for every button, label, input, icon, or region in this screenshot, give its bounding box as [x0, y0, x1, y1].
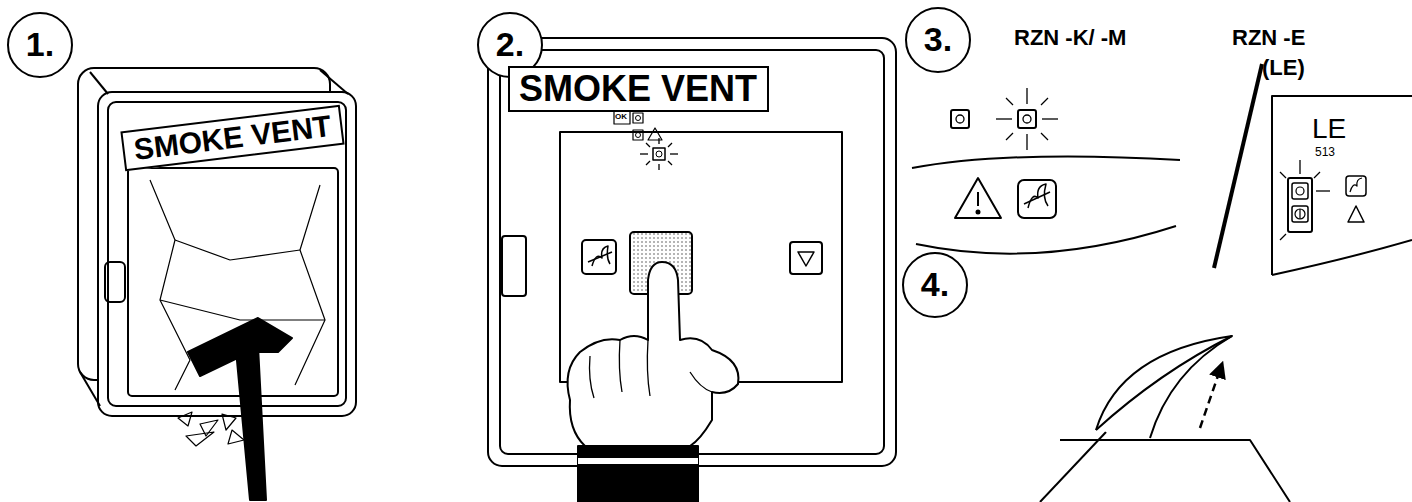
step-number: 1.: [7, 12, 73, 78]
roof-vent: [1040, 336, 1290, 502]
control-panel: [488, 38, 896, 466]
module-label: LE: [1312, 114, 1346, 143]
callout-number: 1.: [26, 27, 54, 63]
callout-number: 2.: [496, 27, 524, 63]
model-label: RZN -K/ -M: [1014, 26, 1126, 49]
sign-text: SMOKE VENT: [519, 70, 757, 108]
step-number: 4.: [902, 252, 968, 318]
sign-label: SMOKE VENT: [508, 66, 769, 112]
indicator-panel: [912, 88, 1180, 254]
indicator-label: OK: [615, 113, 627, 121]
callout-number: 3.: [924, 22, 952, 58]
model-label: RZN -E: [1232, 26, 1305, 49]
hammer: [188, 318, 292, 500]
hand: [568, 262, 739, 502]
module-number: 513: [1315, 146, 1335, 159]
call-point-housing: [78, 68, 356, 446]
callout-number: 4.: [921, 267, 949, 303]
model-label: (LE): [1262, 56, 1305, 79]
le-module: [1272, 96, 1412, 275]
step-number: 3.: [905, 7, 971, 73]
divider-slash: [1214, 64, 1262, 268]
